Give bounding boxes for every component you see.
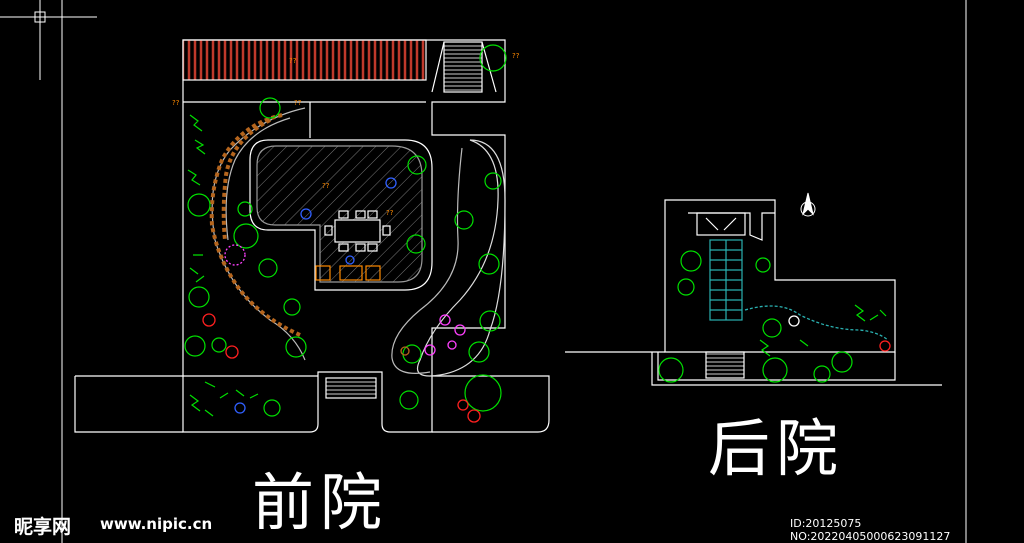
image-id: ID:20125075 NO:20220405000623091127 [790, 517, 951, 543]
annotation-label: ?? [289, 57, 297, 65]
annotation-label: ?? [512, 52, 520, 60]
garden-path-right [416, 139, 506, 377]
annotation-label: ?? [386, 209, 394, 217]
back-yard-plants [658, 250, 887, 383]
stepping-stones [209, 113, 301, 337]
watermark-logo: 昵享网 [14, 516, 72, 538]
back-yard-stream [744, 305, 891, 352]
house-wall-hatch [182, 39, 427, 81]
back-yard-title: 后院 [708, 412, 845, 485]
annotation-label: ?? [322, 182, 330, 190]
annotation-label: ?? [172, 99, 180, 107]
back-yard-plan [565, 199, 942, 386]
watermark-url: www.nipic.cn [100, 515, 213, 533]
back-house-block [696, 212, 746, 236]
back-stair [705, 351, 745, 379]
entry-stair [443, 41, 483, 93]
front-yard-title: 前院 [252, 466, 389, 539]
drawing-frame [61, 0, 967, 543]
front-yard-plan [74, 39, 550, 433]
dining-table [324, 210, 391, 252]
front-yard-accent-plants [202, 177, 481, 423]
front-yard-annotations: ?? ?? ?? ?? ?? ?? [172, 52, 520, 217]
lounge-chairs [315, 265, 381, 281]
front-yard-plants [184, 44, 507, 417]
central-patio [249, 139, 433, 291]
crosshair-cursor-icon[interactable] [0, 0, 97, 80]
annotation-label: ?? [294, 99, 302, 107]
north-arrow-icon [800, 192, 816, 217]
